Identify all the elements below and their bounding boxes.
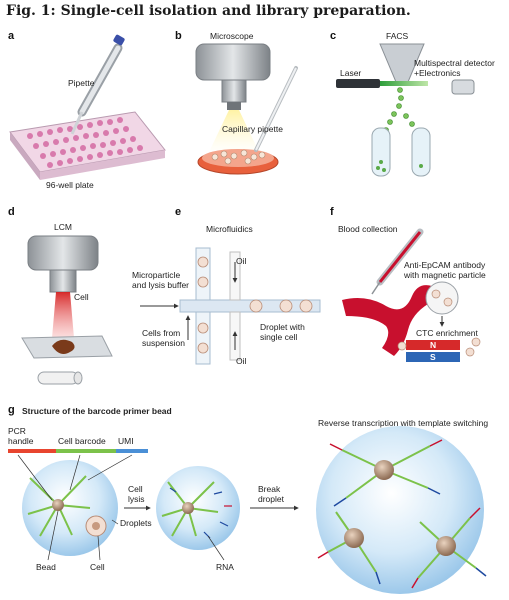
label-structure-title: Structure of the barcode primer bead	[22, 406, 172, 416]
pipette-icon	[70, 34, 125, 135]
label-droplet-line1: Droplet with	[260, 322, 305, 332]
label-pcr-line1: PCR	[8, 426, 26, 436]
label-break-line2: droplet	[258, 494, 284, 504]
tissue-cell	[52, 339, 75, 354]
label-cells-line1: Cells from	[142, 328, 181, 338]
label-blood-collection: Blood collection	[338, 224, 398, 234]
label-microparticle-line1: Microparticle	[132, 270, 181, 280]
label-cell-d: Cell	[74, 292, 89, 302]
collection-tube-right	[411, 127, 431, 177]
label-facs: FACS	[386, 31, 409, 41]
label-pcr-line2: handle	[8, 436, 34, 446]
label-cell-barcode: Cell barcode	[58, 436, 106, 446]
collection-tube-left	[371, 127, 391, 177]
label-detector-line2: +Electronics	[414, 68, 461, 78]
collection-cap-icon	[37, 371, 83, 385]
petri-dish-icon	[197, 149, 279, 175]
figure-title: Fig. 1: Single-cell isolation and librar…	[6, 3, 411, 19]
bead-middle	[182, 502, 194, 514]
label-antibody-line1: Anti-EpCAM antibody	[404, 260, 486, 270]
capillary-pipette-icon	[254, 66, 298, 152]
label-microfluidics: Microfluidics	[206, 224, 253, 234]
panel-e-graphic	[140, 247, 321, 365]
label-cell-g: Cell	[90, 562, 105, 572]
panel-f-graphic	[342, 228, 481, 362]
label-rt-title: Reverse transcription with template swit…	[318, 418, 489, 428]
panel-letter-d: d	[8, 206, 15, 218]
laser-source	[336, 79, 380, 88]
label-break-line1: Break	[258, 484, 281, 494]
panel-a-graphic	[9, 34, 166, 180]
label-microparticle-line2: and lysis buffer	[132, 280, 190, 290]
label-magnet-n: N	[430, 340, 437, 350]
panel-b-graphic	[195, 43, 298, 175]
label-droplets: Droplets	[120, 518, 152, 528]
panel-letter-g: g	[8, 404, 15, 416]
bead-large-3	[436, 536, 456, 556]
label-cells-line2: suspension	[142, 338, 186, 348]
microscope-icon	[195, 43, 271, 110]
bead-left	[52, 499, 64, 511]
well-plate-96	[9, 111, 166, 180]
panel-letter-e: e	[175, 206, 182, 218]
label-cell-lysis-line2: lysis	[128, 494, 145, 504]
light-beam	[210, 110, 258, 150]
label-capillary-pipette: Capillary pipette	[222, 124, 283, 134]
droplet-left	[22, 460, 118, 556]
panel-letter-c: c	[330, 30, 337, 42]
panel-d-graphic	[21, 235, 113, 385]
label-ctc-enrichment: CTC enrichment	[416, 328, 478, 338]
barcode-legend-bar	[8, 449, 148, 453]
label-droplet-line2: single cell	[260, 332, 298, 342]
antibody-bead-circle	[425, 281, 459, 315]
droplet-stream	[383, 87, 415, 133]
laser-beam-red	[52, 292, 74, 338]
label-rna: RNA	[216, 562, 234, 572]
label-96-well-plate: 96-well plate	[46, 180, 94, 190]
blood-vessel	[342, 285, 432, 356]
label-oil-top: Oil	[236, 256, 247, 266]
laser-beam	[380, 81, 428, 86]
label-lcm: LCM	[54, 222, 72, 232]
panel-letter-b: b	[175, 30, 182, 42]
label-magnet-s: S	[430, 352, 436, 362]
label-oil-bottom: Oil	[236, 356, 247, 366]
label-antibody-line2: with magnetic particle	[404, 270, 486, 280]
panel-letter-f: f	[330, 206, 334, 218]
panel-letter-a: a	[8, 30, 15, 42]
label-laser: Laser	[340, 68, 362, 78]
panel-g-graphic	[8, 426, 487, 594]
droplet-middle	[156, 466, 240, 550]
magnet-icon	[406, 340, 460, 362]
detector-icon	[451, 79, 475, 95]
droplet-large	[316, 426, 484, 594]
panel-c-graphic	[336, 43, 475, 177]
label-umi: UMI	[118, 436, 134, 446]
bead-large-1	[374, 460, 394, 480]
syringe-icon	[371, 228, 424, 295]
label-pipette: Pipette	[68, 78, 95, 88]
label-bead: Bead	[36, 562, 56, 572]
label-detector-line1: Multispectral detector	[414, 58, 495, 68]
bead-large-2	[344, 528, 364, 548]
label-cell-lysis-line1: Cell	[128, 484, 143, 494]
inlet-bottom-channel	[195, 311, 211, 365]
lcm-microscope-icon	[27, 235, 99, 293]
inlet-top-channel	[195, 247, 211, 301]
label-microscope: Microscope	[210, 31, 254, 41]
